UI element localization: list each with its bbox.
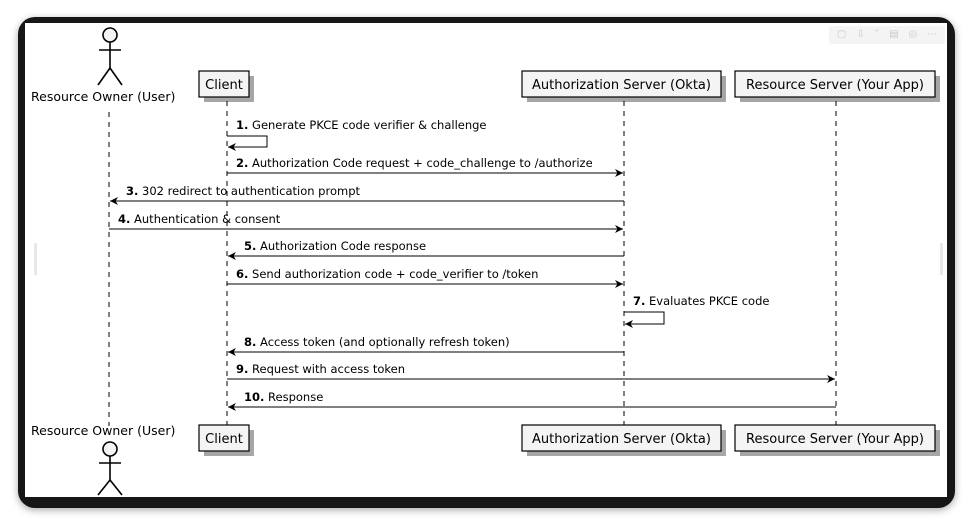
svg-text:10. Response: 10. Response — [244, 390, 323, 404]
message-4: 4. Authentication & consent — [109, 212, 623, 233]
zoom-icon[interactable]: ◎ — [908, 29, 918, 40]
participant-client-bottom: Client — [198, 424, 254, 456]
user-actor-icon-top — [97, 27, 123, 86]
participant-user-top: Resource Owner (User) — [31, 89, 175, 104]
diagram-canvas — [25, 23, 947, 497]
svg-text:3. 302 redirect to authenticat: 3. 302 redirect to authentication prompt — [126, 184, 360, 198]
svg-text:9. Request with access token: 9. Request with access token — [236, 362, 405, 376]
svg-text:Authorization Server (Okta): Authorization Server (Okta) — [532, 78, 711, 93]
message-1: 1. Generate PKCE code verifier & challen… — [227, 118, 487, 151]
message-7: 7. Evaluates PKCE code — [624, 294, 769, 328]
svg-text:Resource Server (Your App): Resource Server (Your App) — [746, 78, 924, 93]
participant-user-bottom: Resource Owner (User) — [31, 423, 175, 438]
right-scroll-edge — [940, 243, 943, 275]
svg-text:8. Access token (and optionall: 8. Access token (and optionally refresh … — [244, 335, 510, 349]
svg-text:1. Generate PKCE code verifier: 1. Generate PKCE code verifier & challen… — [236, 118, 487, 132]
svg-text:Authorization Server (Okta): Authorization Server (Okta) — [532, 432, 711, 447]
download-icon[interactable]: ⇩ — [856, 29, 865, 40]
chevron-down-icon[interactable]: ˅ — [874, 29, 880, 40]
message-3: 3. 302 redirect to authentication prompt — [110, 184, 624, 205]
message-8: 8. Access token (and optionally refresh … — [228, 335, 624, 356]
svg-text:Resource Server (Your App): Resource Server (Your App) — [746, 432, 924, 447]
comment-icon[interactable]: ▢ — [836, 29, 847, 40]
message-5: 5. Authorization Code response — [228, 239, 624, 260]
svg-text:4. Authentication & consent: 4. Authentication & consent — [118, 212, 281, 226]
svg-text:7. Evaluates PKCE code: 7. Evaluates PKCE code — [633, 294, 769, 308]
svg-text:6. Send authorization code + c: 6. Send authorization code + code_verifi… — [236, 267, 538, 281]
message-2: 2. Authorization Code request + code_cha… — [227, 156, 623, 177]
copy-icon[interactable]: ▤ — [889, 29, 899, 40]
svg-text:2. Authorization Code request: 2. Authorization Code request + code_cha… — [236, 156, 593, 170]
user-actor-icon-bottom — [97, 441, 123, 496]
participant-resource-server-bottom: Resource Server (Your App) — [734, 424, 940, 456]
svg-text:Client: Client — [205, 78, 243, 93]
message-6: 6. Send authorization code + code_verifi… — [227, 267, 623, 288]
message-10: 10. Response — [228, 390, 836, 411]
more-icon[interactable]: ⋯ — [927, 29, 938, 40]
participant-auth-server-bottom: Authorization Server (Okta) — [521, 424, 726, 456]
svg-text:5. Authorization Code response: 5. Authorization Code response — [244, 239, 426, 253]
svg-text:Client: Client — [205, 432, 243, 447]
participant-auth-server-top: Authorization Server (Okta) — [521, 70, 726, 102]
participant-resource-server-top: Resource Server (Your App) — [734, 70, 940, 102]
participant-client-top: Client — [198, 70, 254, 102]
diagram-toolbar: ▢ ⇩ ˅ ▤ ◎ ⋯ — [829, 26, 945, 44]
message-9: 9. Request with access token — [227, 362, 835, 383]
left-scroll-edge — [34, 243, 37, 275]
